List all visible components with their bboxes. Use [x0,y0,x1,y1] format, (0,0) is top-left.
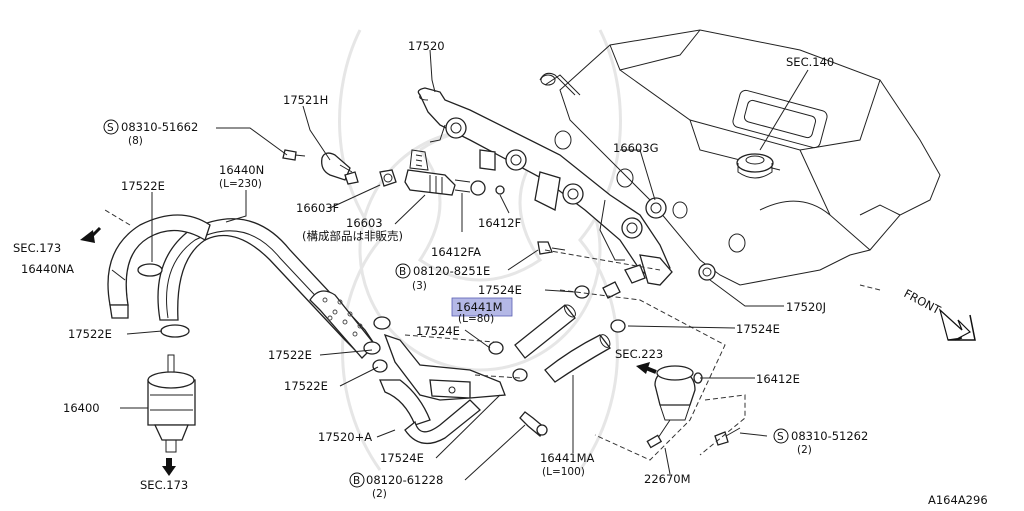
hose-16441ma [544,334,611,383]
label-08120-8251e[interactable]: 08120-8251E [413,264,490,278]
label-16441m[interactable]: 16441M [456,300,503,314]
label-08120-61228-qty: (2) [372,488,387,500]
label-16441m-length: (L=80) [458,313,494,325]
watermark-emblem [338,29,622,471]
grommet-17520j [698,263,716,281]
arrow-sec173-upper-icon [80,226,102,243]
circle-symbol-s-2-icon: S [773,428,789,444]
fuel-filter-16400 [147,354,196,453]
label-08310-51262[interactable]: 08310-51262 [791,429,868,443]
label-16440n[interactable]: 16440N [219,163,264,177]
label-16603[interactable]: 16603 [346,216,383,230]
svg-text:S: S [107,122,114,134]
label-not-sold-separately: (構成部品は非販売) [302,229,403,243]
front-arrow-icon [938,308,976,341]
circle-symbol-s-1-icon: S [103,119,119,135]
clamp-17522e [137,263,626,382]
washer-16603g [645,197,667,219]
label-16441ma-length: (L=100) [542,466,585,478]
label-08310-51662-qty: (8) [128,135,143,147]
label-17522e-top[interactable]: 17522E [121,179,165,193]
fuel-injector-16603 [404,149,505,196]
circle-symbol-b-2-icon: B [349,472,365,488]
label-16412f[interactable]: 16412F [478,216,521,230]
connector-17524e-upper [602,264,646,299]
label-17522e-c[interactable]: 17522E [284,379,328,393]
label-17521h[interactable]: 17521H [283,93,328,107]
fuel-rail-17520 [417,87,673,286]
label-16412e[interactable]: 16412E [756,372,800,386]
svg-text:B: B [399,266,406,278]
arrow-sec173-lower-icon [162,458,176,476]
svg-text:S: S [777,431,784,443]
label-front: FRONT [902,286,944,317]
pressure-regulator-22670m [646,365,703,449]
label-08120-61228[interactable]: 08120-61228 [366,473,443,487]
label-sec223[interactable]: SEC.223 [615,347,663,361]
label-16603g[interactable]: 16603G [613,141,659,155]
screw-08310-51662 [282,149,306,161]
o-ring-16603f [379,169,397,187]
label-16400[interactable]: 16400 [63,401,100,415]
label-17522e-b[interactable]: 17522E [268,348,312,362]
label-sec173-top[interactable]: SEC.173 [13,241,61,255]
hose-17521h [321,152,359,185]
label-17520[interactable]: 17520 [408,39,445,53]
diagram-id: A164A296 [928,493,988,507]
hose-16440na [107,214,211,319]
pipe-17520a [379,333,506,445]
label-17524e-a[interactable]: 17524E [478,283,522,297]
leader-lines [111,49,809,481]
svg-text:B: B [353,475,360,487]
label-16440na[interactable]: 16440NA [21,262,74,276]
selected-part-highlight [451,297,513,317]
label-17524e-c[interactable]: 17524E [736,322,780,336]
hose-16441m [514,304,576,359]
label-17524e-b[interactable]: 17524E [416,324,460,338]
label-22670m[interactable]: 22670M [644,472,691,486]
hose-sleeve [309,290,376,359]
label-sec140[interactable]: SEC.140 [786,55,834,69]
label-16440n-length: (L=230) [219,178,262,190]
bolt-08120-8251e [537,241,566,255]
label-08310-51662[interactable]: 08310-51662 [121,120,198,134]
label-sec173-bottom[interactable]: SEC.173 [140,478,188,492]
label-16412fa[interactable]: 16412FA [431,245,481,259]
label-08310-51262-qty: (2) [797,444,812,456]
screw-08310-51262 [714,427,741,446]
label-16603f[interactable]: 16603F [296,201,339,215]
label-17520a[interactable]: 17520+A [318,430,372,444]
bolt-08120-61228 [519,411,548,437]
label-17522e-mid[interactable]: 17522E [68,327,112,341]
label-17520j[interactable]: 17520J [786,300,826,314]
label-17524e-d[interactable]: 17524E [380,451,424,465]
arrow-sec223-icon [636,362,657,374]
label-08120-8251e-qty: (3) [412,280,427,292]
label-16441ma[interactable]: 16441MA [540,451,595,465]
circle-symbol-b-1-icon: B [395,263,411,279]
